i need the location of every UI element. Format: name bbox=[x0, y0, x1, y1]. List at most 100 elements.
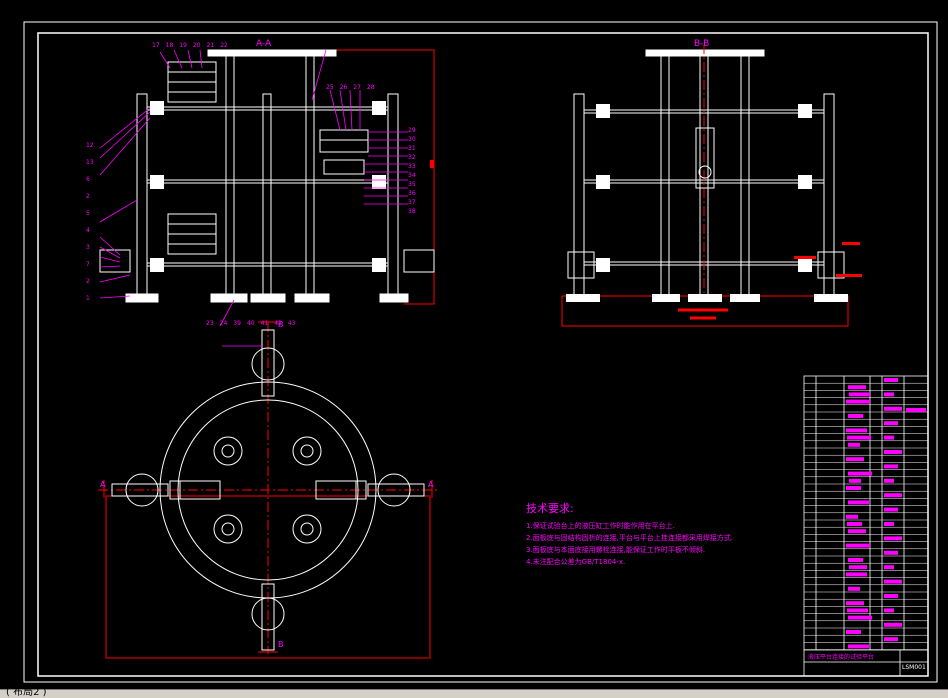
balloon-number: 40 bbox=[246, 320, 255, 327]
balloon-number: 24 bbox=[219, 320, 228, 327]
balloon-number: 30 bbox=[408, 136, 416, 143]
balloon-number: 25 bbox=[326, 84, 334, 91]
parts-list-fills bbox=[846, 378, 902, 649]
balloon-number: 1 bbox=[86, 295, 90, 302]
parts-row-text bbox=[846, 572, 867, 577]
parts-row-material bbox=[884, 392, 894, 397]
parts-row-text bbox=[848, 529, 866, 534]
balloon-number: 12 bbox=[86, 142, 94, 149]
layout-tab-label[interactable]: ( 布局2 ) bbox=[6, 687, 47, 698]
section-label-bb: B-B bbox=[694, 39, 710, 49]
plan-mark-a-right: A bbox=[428, 480, 434, 489]
balloon-number: 13 bbox=[86, 159, 94, 166]
balloon-number: 3 bbox=[86, 244, 90, 251]
balloon-number: 17 bbox=[152, 42, 160, 49]
balloon-number: 33 bbox=[408, 163, 416, 170]
parts-row-text bbox=[848, 558, 863, 562]
parts-row-material bbox=[884, 378, 898, 382]
parts-row-text bbox=[846, 514, 858, 519]
parts-row-material bbox=[884, 579, 902, 584]
parts-row-material bbox=[884, 493, 902, 498]
parts-row-material bbox=[884, 507, 898, 512]
tech-requirements-title: 技术要求: bbox=[526, 502, 574, 515]
parts-row-text bbox=[846, 399, 870, 404]
balloon-number: 19 bbox=[179, 42, 187, 49]
balloon-number: 18 bbox=[165, 42, 174, 49]
parts-row-text bbox=[847, 435, 871, 440]
balloon-number: 7 bbox=[86, 261, 90, 268]
balloon-number: 6 bbox=[86, 176, 90, 183]
parts-row-text bbox=[849, 565, 867, 570]
balloon-number: 20 bbox=[192, 42, 201, 49]
parts-row-material bbox=[884, 450, 902, 454]
tech-requirement-item: 3.面板底与本面底接用螺栓连接,能保证工作时平板不倾斜. bbox=[526, 546, 706, 554]
balloon-number: 22 bbox=[220, 42, 228, 49]
parts-row-text bbox=[848, 586, 860, 591]
parts-row-material bbox=[884, 464, 898, 469]
balloon-number: 2 bbox=[86, 193, 90, 200]
parts-row-material bbox=[884, 421, 898, 426]
parts-row-material bbox=[884, 565, 894, 570]
parts-row-text bbox=[848, 644, 869, 649]
parts-row-text bbox=[846, 543, 870, 548]
parts-row-material bbox=[884, 406, 902, 411]
parts-row-material bbox=[884, 522, 894, 526]
balloon-numbers-top: 17 18 19 20 21 22 bbox=[152, 42, 234, 49]
balloon-number: 21 bbox=[206, 42, 215, 49]
balloon-numbers-left: 12 13 6 2 5 4 3 7 2 1 bbox=[86, 142, 100, 312]
balloon-number: 42 bbox=[274, 320, 282, 327]
parts-row-text bbox=[849, 392, 870, 397]
parts-row-text bbox=[848, 500, 869, 505]
balloon-number: 43 bbox=[287, 320, 296, 327]
balloon-number: 28 bbox=[366, 84, 375, 91]
parts-row-material bbox=[884, 622, 902, 627]
balloon-number: 27 bbox=[353, 84, 361, 91]
balloon-number: 32 bbox=[408, 154, 416, 161]
plan-mark-b-top: B bbox=[278, 320, 284, 329]
plan-view bbox=[98, 321, 438, 659]
plan-mark-a-left: A bbox=[100, 480, 106, 489]
balloon-number: 4 bbox=[86, 227, 90, 234]
balloon-number: 26 bbox=[339, 84, 348, 91]
parts-row-material bbox=[884, 594, 898, 598]
tech-requirement-item: 1.保证试验台上的液压缸工作时能作用在平台上. bbox=[526, 522, 675, 530]
parts-row-material bbox=[884, 637, 898, 642]
balloon-number: 2 bbox=[86, 278, 90, 285]
parts-list-table bbox=[803, 375, 929, 677]
balloon-number: 5 bbox=[86, 210, 90, 217]
tech-requirement-item: 4.未注配合公差为GB/T1804-x. bbox=[526, 558, 626, 566]
bolt-flanges bbox=[213, 436, 322, 544]
parts-row-text bbox=[848, 414, 863, 418]
front-leaders-left bbox=[99, 49, 361, 327]
balloon-number: 36 bbox=[408, 190, 416, 197]
parts-row-text bbox=[846, 630, 861, 634]
parts-row-material bbox=[884, 608, 894, 613]
balloon-number: 37 bbox=[408, 199, 416, 206]
front-leaders-right bbox=[364, 131, 408, 205]
balloon-number: 29 bbox=[408, 127, 416, 134]
sheet-outer-border bbox=[23, 21, 938, 683]
balloon-number: 34 bbox=[408, 172, 416, 179]
balloon-number: 39 bbox=[233, 320, 241, 327]
parts-row-material bbox=[884, 478, 894, 483]
sheet-inner-border bbox=[37, 32, 929, 677]
layout-tab-bar[interactable]: ( 布局2 ) bbox=[0, 687, 948, 698]
parts-row-text bbox=[846, 486, 861, 490]
parts-row-material bbox=[884, 435, 894, 440]
balloon-number: 31 bbox=[408, 145, 416, 152]
parts-row-text bbox=[848, 385, 866, 390]
tech-requirements: 技术要求: 1.保证试验台上的液压缸工作时能作用在平台上. 2.面板底与固结构固析… bbox=[526, 500, 733, 568]
side-section-view bbox=[561, 44, 862, 327]
title-block-caption: 液压平台连接的试验平台 bbox=[808, 654, 875, 661]
balloon-number: 38 bbox=[408, 208, 416, 215]
parts-row-text bbox=[846, 428, 867, 433]
parts-row-material bbox=[884, 536, 902, 541]
parts-list-rows bbox=[804, 382, 928, 650]
parts-row-text bbox=[848, 442, 860, 447]
balloon-number: 23 bbox=[206, 320, 214, 327]
balloon-numbers-mid: 25 26 27 28 bbox=[326, 84, 381, 91]
tech-requirement-item: 2.面板底与固结构固析的连接,平台与平台上挂连接都采用焊接方式. bbox=[526, 534, 734, 542]
